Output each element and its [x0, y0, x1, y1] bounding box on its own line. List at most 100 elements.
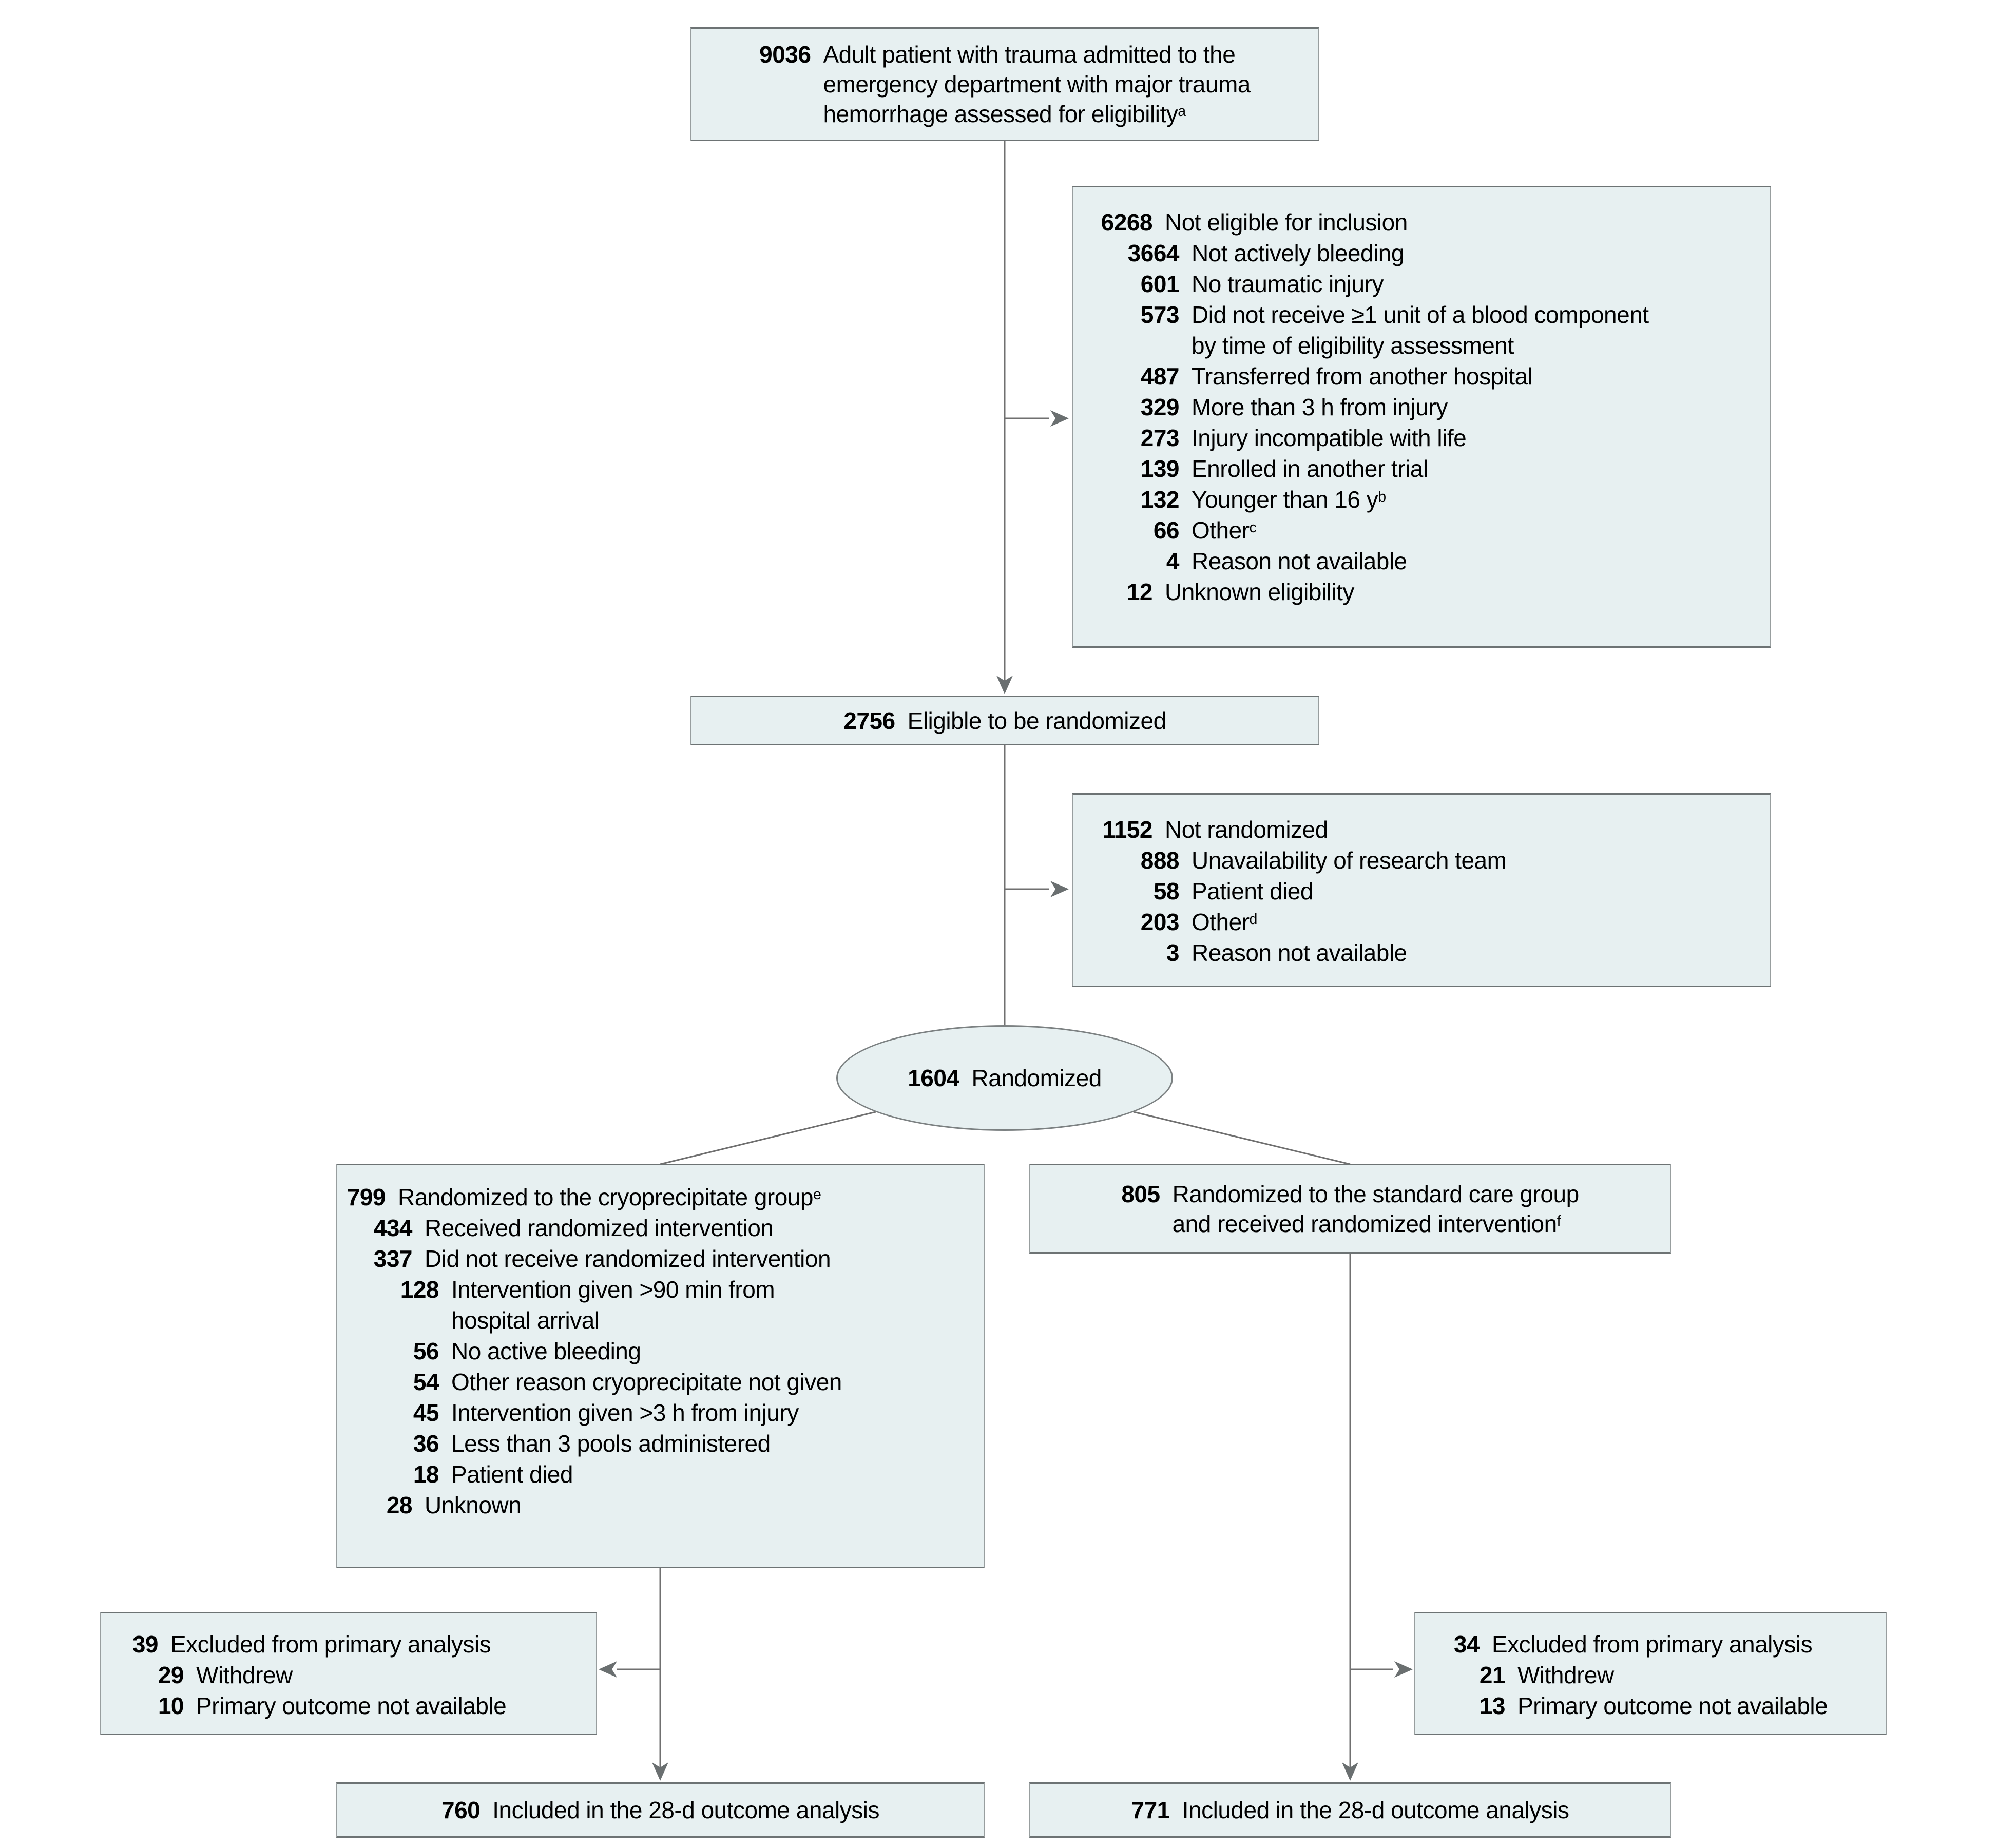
count-value: 45 [413, 1399, 439, 1426]
flow-row: 799 Randomized to the cryoprecipitate gro… [344, 1182, 971, 1212]
box-outcome-right: 771 Included in the 28-d outcome analysis [1029, 1782, 1671, 1838]
arrowhead-down-outcome-right [1342, 1762, 1358, 1781]
connector-diagonal-left [660, 1111, 876, 1165]
count-label: Unknown [425, 1492, 522, 1518]
count-value: 28 [386, 1492, 413, 1518]
count-label: Eligible to be randomized [907, 707, 1167, 734]
count-value: 39 [132, 1631, 159, 1658]
flow-row: 771 Included in the 28-d outcome analysis [1030, 1795, 1670, 1825]
connector-diagonal-right [1133, 1111, 1351, 1165]
count-label: More than 3 h from injury [1192, 394, 1448, 420]
flow-row: 273 Injury incompatible with life [1099, 422, 1755, 453]
count-value: 601 [1140, 271, 1180, 297]
ellipse-randomized: 1604 Randomized [836, 1025, 1173, 1131]
flow-row: 128 Intervention given >90 min from hospi… [344, 1274, 971, 1336]
count-value: 805 [1121, 1180, 1160, 1207]
count-value: 66 [1153, 517, 1180, 544]
flow-row: 601 No traumatic injury [1099, 268, 1755, 299]
count-label: Primary outcome not available [196, 1692, 507, 1719]
count-value: 771 [1131, 1797, 1170, 1823]
count-value: 1152 [1102, 816, 1152, 843]
count-label: Otherd [1192, 909, 1258, 935]
flow-row: 760 Included in the 28-d outcome analysis [337, 1795, 984, 1825]
count-label: Otherc [1192, 517, 1257, 544]
count-label: Enrolled in another trial [1192, 455, 1428, 482]
count-label: Randomized [971, 1065, 1102, 1091]
count-value: 12 [1126, 579, 1153, 605]
count-value: 573 [1140, 301, 1180, 328]
flow-row: 28 Unknown [344, 1490, 971, 1520]
arrowhead-right-not-eligible [1050, 410, 1069, 427]
count-label: Included in the 28-d outcome analysis [492, 1797, 879, 1823]
count-label: Included in the 28-d outcome analysis [1182, 1797, 1569, 1823]
footnote-marker: e [813, 1186, 821, 1203]
count-value: 1604 [908, 1065, 959, 1091]
count-value: 36 [413, 1430, 439, 1457]
arrowhead-left-excluded-left [599, 1661, 617, 1678]
count-label: Injury incompatible with life [1192, 425, 1467, 451]
count-label: Other reason cryoprecipitate not given [451, 1369, 842, 1395]
count-value: 273 [1140, 425, 1180, 451]
footnote-marker: a [1178, 103, 1186, 120]
count-label: Transferred from another hospital [1192, 363, 1533, 390]
count-label: Did not receive randomized intervention [425, 1245, 831, 1272]
count-label: Randomized to the cryoprecipitate groupe [398, 1184, 821, 1210]
count-label: Not eligible for inclusion [1165, 209, 1408, 236]
count-value: 10 [158, 1692, 184, 1719]
count-label: Less than 3 pools administered [451, 1430, 771, 1457]
count-label: Reason not available [1192, 939, 1407, 966]
count-value: 132 [1140, 486, 1180, 513]
footnote-marker: b [1378, 489, 1387, 506]
flow-row: 36 Less than 3 pools administered [344, 1428, 971, 1459]
count-value: 2756 [843, 707, 895, 734]
count-value: 139 [1140, 455, 1180, 482]
count-value: 4 [1166, 548, 1180, 574]
arrowhead-down-eligible [996, 676, 1013, 694]
footnote-marker: c [1249, 519, 1257, 536]
count-value: 760 [441, 1797, 481, 1823]
count-label: Primary outcome not available [1517, 1692, 1828, 1719]
count-value: 434 [373, 1215, 413, 1241]
flow-row: 139 Enrolled in another trial [1099, 453, 1755, 484]
count-label: Received randomized intervention [425, 1215, 774, 1241]
count-label: Intervention given >90 min from hospital… [451, 1276, 775, 1334]
arrowhead-right-not-randomized [1050, 881, 1069, 897]
footnote-marker: f [1557, 1212, 1561, 1229]
count-value: 58 [1153, 878, 1180, 904]
count-value: 13 [1479, 1692, 1506, 1719]
count-label: Younger than 16 yb [1192, 486, 1387, 513]
count-label: No traumatic injury [1192, 271, 1384, 297]
flow-row: 2756 Eligible to be randomized [691, 706, 1318, 736]
footnote-marker: d [1249, 911, 1258, 928]
count-label: Withdrew [1517, 1662, 1614, 1688]
flow-row: 66 Otherc [1099, 515, 1755, 546]
count-value: 128 [400, 1276, 439, 1303]
count-label: Not actively bleeding [1192, 240, 1404, 266]
count-value: 487 [1140, 363, 1180, 390]
count-label: No active bleeding [451, 1338, 641, 1364]
count-value: 799 [347, 1184, 386, 1210]
arrowhead-right-excluded-right [1394, 1661, 1413, 1678]
box-outcome-left: 760 Included in the 28-d outcome analysis [336, 1782, 985, 1838]
count-label: Withdrew [196, 1662, 293, 1688]
count-value: 888 [1140, 847, 1180, 874]
